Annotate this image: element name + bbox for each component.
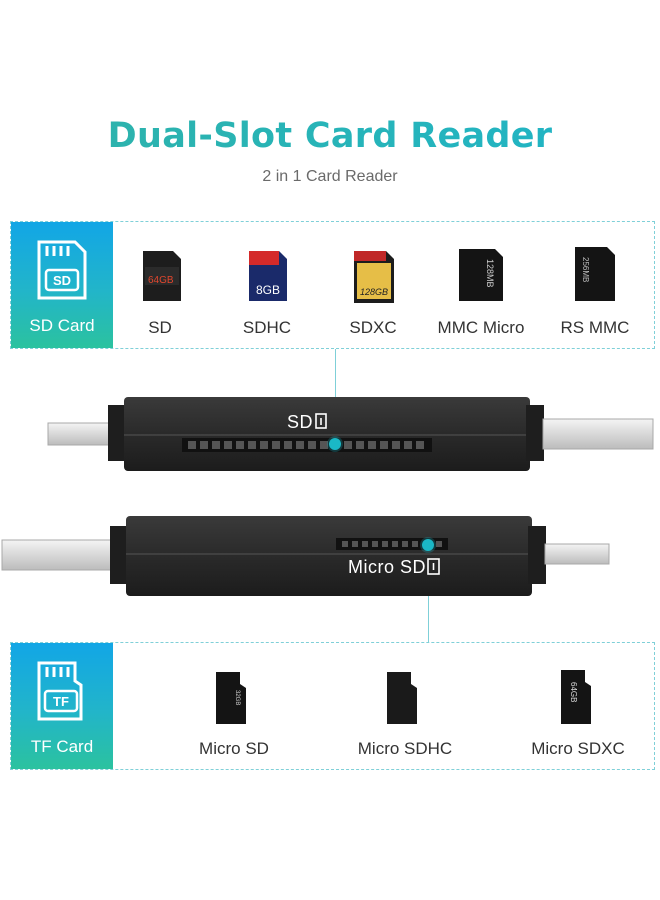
micro-sd-slot-marker <box>422 539 434 551</box>
svg-text:256MB: 256MB <box>581 257 590 282</box>
micro-sd-slot-label: Micro SD <box>348 557 427 577</box>
sd-card-icon: SD <box>37 240 87 300</box>
sd-card-panel: SD SD Card 64GB SD 8GB SDHC 128GB SDXC <box>10 221 655 349</box>
card-item-rs-mmc: 256MB RS MMC <box>543 222 647 348</box>
sdxc-card-image: 128GB <box>354 251 394 303</box>
micro-sd-card-image: 32GB <box>216 672 246 724</box>
svg-text:64GB: 64GB <box>569 682 578 702</box>
card-item-sd: 64GB SD <box>121 222 199 348</box>
card-item-mmc-micro: 128MB MMC Micro <box>429 222 533 348</box>
mmc-micro-card-image: 128MB <box>459 249 503 301</box>
page-title: Dual-Slot Card Reader <box>0 116 660 156</box>
micro-sdxc-card-image: 64GB <box>561 670 591 724</box>
sd-slot-marker <box>329 438 341 450</box>
svg-text:128GB: 128GB <box>360 287 388 297</box>
tf-card-icon: TF <box>37 661 83 721</box>
svg-text:64GB: 64GB <box>148 275 174 286</box>
svg-text:128MB: 128MB <box>485 259 495 288</box>
sdhc-card-image: 8GB <box>249 251 287 301</box>
svg-text:8GB: 8GB <box>256 283 280 297</box>
card-caption: Micro SDXC <box>531 739 625 758</box>
card-item-micro-sd: 32GB Micro SD <box>181 643 287 769</box>
card-item-micro-sdxc: 64GB Micro SDXC <box>517 643 639 769</box>
card-item-sdhc: 8GB SDHC <box>221 222 313 348</box>
sd-card-image: 64GB <box>143 251 181 301</box>
svg-text:TF: TF <box>53 694 69 709</box>
tf-card-panel: TF TF Card 32GB Micro SD Micro SDHC 64GB… <box>10 642 655 770</box>
reader-bottom <box>1 516 610 596</box>
sd-slot-label: SD <box>287 412 314 432</box>
card-caption: SDHC <box>242 318 292 337</box>
card-slot-icon <box>427 558 440 575</box>
sd-card-header: SD SD Card <box>11 222 113 348</box>
card-caption: SDXC <box>349 318 397 337</box>
card-caption: Micro SDHC <box>357 739 453 758</box>
card-caption: SD <box>148 318 172 337</box>
card-caption: MMC Micro <box>437 318 525 337</box>
card-caption: Micro SD <box>199 739 269 758</box>
reader-top <box>47 397 654 471</box>
card-caption: RS MMC <box>560 318 630 337</box>
card-slot-icon <box>315 413 327 429</box>
rs-mmc-card-image: 256MB <box>575 247 615 301</box>
sd-card-label: SD Card <box>29 316 95 335</box>
card-item-sdxc: 128GB SDXC <box>329 222 417 348</box>
svg-text:32GB: 32GB <box>234 690 240 705</box>
micro-sdhc-card-image <box>387 672 417 724</box>
page-subtitle: 2 in 1 Card Reader <box>262 168 398 185</box>
tf-card-label: TF Card <box>30 737 94 756</box>
card-item-micro-sdhc: Micro SDHC <box>345 643 465 769</box>
svg-text:SD: SD <box>53 273 71 288</box>
tf-card-header: TF TF Card <box>11 643 113 769</box>
